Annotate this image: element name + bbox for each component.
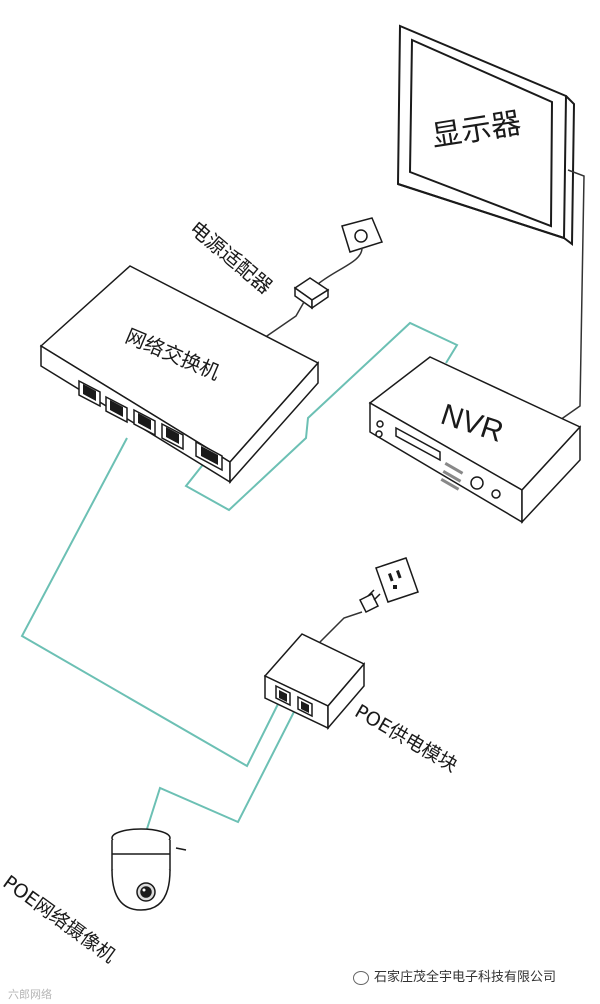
wechat-icon: [353, 970, 369, 985]
cable-poe-module-to-camera: [145, 701, 300, 833]
monitor-icon: [396, 24, 576, 246]
network-switch-icon: [39, 265, 320, 484]
watermark-right: 石家庄茂全宇电子科技有限公司: [353, 966, 556, 985]
dome-camera-icon: [111, 828, 187, 911]
watermark-left: 六郎网络: [8, 988, 52, 1001]
cable-monitor-to-nvr: [559, 169, 585, 421]
wall-outlet-icon: [375, 557, 419, 603]
nvr-recorder-icon: [368, 356, 582, 524]
cable-outlet-to-poe-module: [319, 611, 363, 643]
watermark-right-text: 石家庄茂全宇电子科技有限公司: [374, 970, 557, 985]
power-plug-icon: [358, 589, 381, 614]
cable-switch-to-poe-module: [20, 437, 281, 768]
cable-outlet-to-adapter: [317, 247, 363, 285]
poe-injector-icon: [263, 633, 366, 731]
power-adapter-icon: [293, 277, 330, 310]
cable-switch-to-nvr: [184, 321, 459, 512]
cable-adapter-to-switch: [263, 301, 305, 339]
wall-outlet-icon: [341, 217, 384, 253]
